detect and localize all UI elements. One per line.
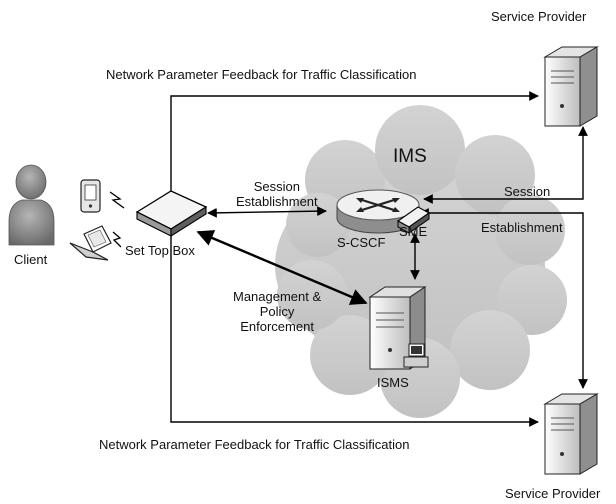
set-top-box-label: Set Top Box [125,243,195,258]
management-policy-label: Management & Policy Enforcement [233,289,321,334]
set-top-box-icon [135,190,208,237]
sme-label: SME [399,224,428,239]
mgmt-link-stb-isms [196,230,368,305]
wireless-signal-icon [112,231,122,248]
mgmt-label-line3: Enforcement [240,319,314,334]
service-provider-top-label: Service Provider [491,9,587,24]
pda-icon [80,179,101,213]
session-label-line1: Session [253,179,300,194]
feedback-label-top: Network Parameter Feedback for Traffic C… [106,67,417,82]
connections [170,91,588,427]
service-provider-bottom-server-icon [543,393,599,475]
isms-label: ISMS [377,375,409,390]
client-label: Client [14,252,48,267]
session-link-sme-sp-bottom [419,208,588,389]
service-provider-top-server-icon [543,46,599,127]
session-label-right: Session [504,184,551,199]
session-link-stb-scscf [207,206,327,218]
isms-server-icon [368,286,429,370]
s-cscf-label: S-CSCF [337,235,386,250]
service-provider-bottom-label: Service Provider [505,486,601,501]
wireless-signal-icon [109,191,125,209]
laptop-icon [69,225,112,261]
session-establishment-label-left: Session Establishment [236,179,318,209]
sme-box-icon [396,206,431,234]
feedback-line-bottom [170,226,539,427]
session-link-sme-sp-top [423,126,588,204]
session-label-line2: Establishment [236,194,318,209]
feedback-line-top [170,91,539,200]
ims-label: IMS [393,146,427,167]
establishment-label-right: Establishment [481,220,563,235]
mgmt-label-line1: Management & [233,289,322,304]
client-person-icon [8,164,55,246]
feedback-label-bottom: Network Parameter Feedback for Traffic C… [99,437,410,452]
mgmt-label-line2: Policy [259,304,295,319]
